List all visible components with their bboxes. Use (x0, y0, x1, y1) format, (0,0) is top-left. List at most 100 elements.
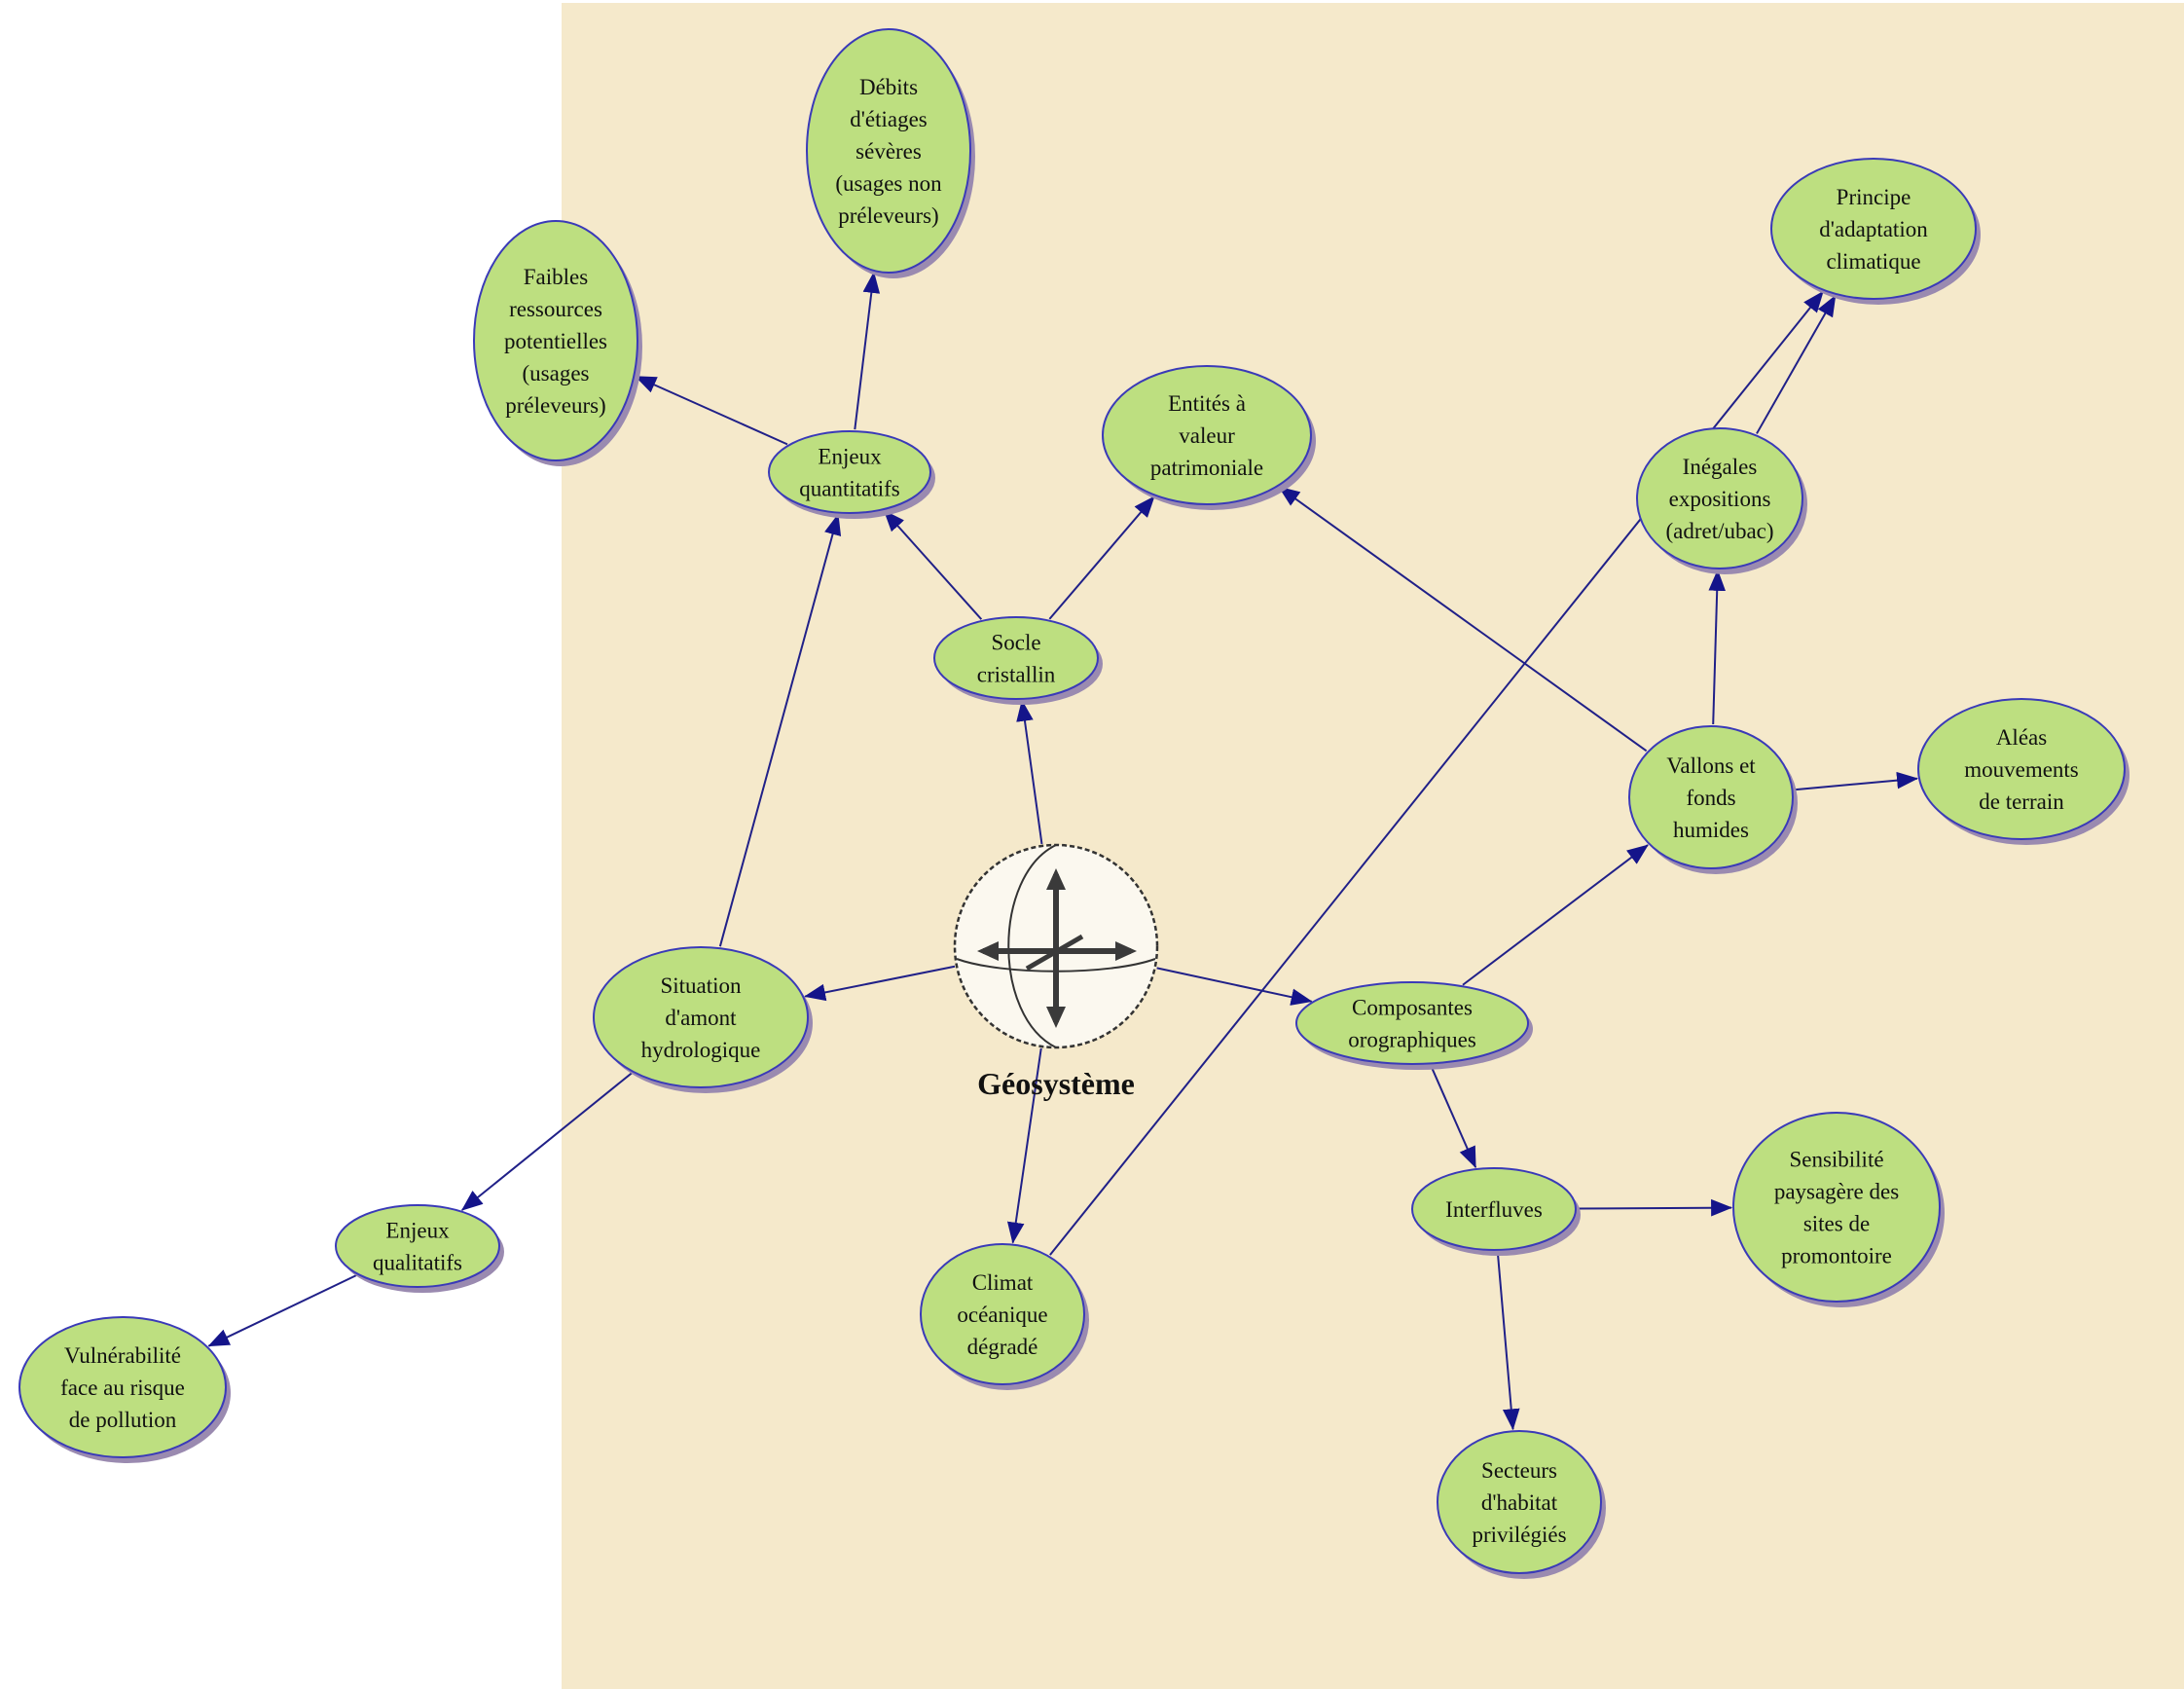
node-ellipse (1628, 725, 1794, 869)
node-label-line: de pollution (69, 1408, 177, 1432)
node-vulnerabilite[interactable]: Vulnérabilité face au risque de pollution (18, 1316, 231, 1463)
edge-situation-to-enjeux_quant (718, 513, 842, 947)
node-ellipse (593, 946, 809, 1088)
edge-vallons-to-aleas (1794, 771, 1919, 791)
node-label-line: sites de (1803, 1212, 1870, 1236)
node-label-line: orographiques (1348, 1028, 1476, 1052)
node-label-line: d'étiages (850, 107, 928, 131)
node-label-line: climatique (1826, 249, 1920, 274)
node-interfluves[interactable]: Interfluves (1411, 1167, 1581, 1256)
node-ellipse (1102, 365, 1312, 505)
node-ellipse (1636, 427, 1803, 569)
node-label-line: Entités à (1168, 391, 1246, 416)
edge-socle-to-enjeux_quant (883, 509, 983, 620)
node-sensibilite[interactable]: Sensibilité paysagère des sites de promonto… (1732, 1112, 1945, 1307)
edge-geosysteme-to-composantes (1156, 967, 1313, 1006)
edge-geosysteme-to-climat (1006, 1047, 1042, 1244)
node-label-line: paysagère des (1774, 1180, 1899, 1204)
node-label-line: fonds (1686, 786, 1735, 810)
edge-enjeux_quant-to-debits (854, 271, 881, 430)
node-debits[interactable]: Débits d'étiages sévères (usages non préleve… (806, 28, 975, 278)
edge-enjeux_quant-to-faibles (635, 375, 788, 446)
node-label-line: Climat (972, 1270, 1034, 1295)
node-enjeux-quant[interactable]: Enjeux quantitatifs (768, 430, 935, 519)
node-label-line: Inégales (1683, 455, 1758, 479)
node-label-line: Interfluves (1445, 1197, 1543, 1222)
node-label-line: Secteurs (1481, 1458, 1557, 1483)
node-label-line: Aléas (1996, 725, 2047, 750)
node-label-line: océanique (957, 1303, 1047, 1327)
node-ellipse (920, 1243, 1085, 1385)
node-label-line: (usages (523, 361, 590, 386)
node-label-line: Principe (1837, 185, 1911, 209)
node-ellipse (1411, 1167, 1577, 1251)
node-label-line: privilégiés (1472, 1523, 1566, 1547)
node-label-line: d'amont (665, 1006, 737, 1030)
node-label-line: face au risque (60, 1376, 185, 1400)
node-label-line: ressources (509, 297, 602, 321)
node-label-line: patrimoniale (1150, 456, 1263, 480)
node-label-line: préleveurs) (505, 393, 605, 418)
node-label-line: quantitatifs (799, 477, 900, 501)
node-label-line: humides (1673, 818, 1749, 842)
nodes-layer: Débits d'étiages sévères (usages non préleve… (18, 28, 2129, 1579)
edge-geosysteme-to-situation (804, 965, 956, 1002)
edge-enjeux_qual-to-vulnerabilite (207, 1274, 357, 1347)
node-label-line: Enjeux (818, 445, 882, 469)
node-label-line: Composantes (1352, 996, 1473, 1020)
node-label-line: d'habitat (1481, 1490, 1558, 1515)
node-entites[interactable]: Entités à valeur patrimoniale (1102, 365, 1316, 510)
edge-vallons-to-inegales (1708, 569, 1727, 725)
node-label-line: (usages non (835, 171, 942, 196)
edge-vallons-to-entites (1278, 486, 1648, 753)
edge-socle-to-entites (1048, 496, 1155, 620)
edge-interfluves-to-secteurs (1496, 1251, 1520, 1431)
node-label-line: promontoire (1781, 1244, 1892, 1268)
node-label-line: Vallons et (1666, 753, 1756, 778)
node-label-line: préleveurs) (838, 203, 938, 228)
node-label-line: expositions (1669, 487, 1771, 511)
edge-composantes-to-vallons (1462, 844, 1649, 986)
node-label-line: sévères (855, 139, 922, 164)
node-principe[interactable]: Principe d'adaptation climatique (1770, 158, 1981, 305)
edge-geosysteme-to-socle (1016, 699, 1043, 845)
node-label-line: de terrain (1979, 789, 2064, 814)
node-label-line: Sensibilité (1789, 1148, 1883, 1172)
node-ellipse (335, 1204, 500, 1288)
node-label-line: potentielles (504, 329, 607, 353)
node-ellipse (1770, 158, 1977, 300)
node-label-line: Vulnérabilité (64, 1343, 181, 1368)
geosysteme-label: Géosystème (977, 1066, 1135, 1101)
node-label-line: Faibles (524, 265, 588, 289)
node-faibles[interactable]: Faibles ressources potentielles (usages prél… (473, 220, 642, 466)
node-enjeux-qual[interactable]: Enjeux qualitatifs (335, 1204, 504, 1293)
edge-situation-to-enjeux_qual (460, 1072, 633, 1211)
node-label-line: qualitatifs (373, 1251, 462, 1275)
node-vallons[interactable]: Vallons et fonds humides (1628, 725, 1798, 874)
edge-inegales-to-principe (1756, 294, 1837, 434)
node-inegales[interactable]: Inégales expositions (adret/ubac) (1636, 427, 1807, 574)
node-label-line: mouvements (1964, 757, 2079, 782)
node-label-line: Débits (859, 75, 918, 99)
edge-composantes-to-interfluves (1430, 1064, 1477, 1169)
node-label-line: hydrologique (641, 1038, 761, 1062)
node-label-line: cristallin (977, 663, 1056, 687)
node-secteurs[interactable]: Secteurs d'habitat privilégiés (1437, 1430, 1606, 1579)
geosysteme-node[interactable]: Géosystème (953, 843, 1159, 1101)
node-composantes[interactable]: Composantes orographiques (1295, 981, 1533, 1070)
node-label-line: (adret/ubac) (1665, 519, 1773, 543)
node-label-line: d'adaptation (1819, 217, 1928, 241)
node-ellipse (933, 616, 1099, 700)
node-ellipse (1295, 981, 1529, 1065)
node-ellipse (1732, 1112, 1941, 1303)
node-label-line: valeur (1179, 423, 1235, 448)
node-aleas[interactable]: Aléas mouvements de terrain (1917, 698, 2129, 845)
node-ellipse (473, 220, 638, 461)
node-ellipse (768, 430, 931, 514)
node-label-line: Enjeux (385, 1219, 450, 1243)
